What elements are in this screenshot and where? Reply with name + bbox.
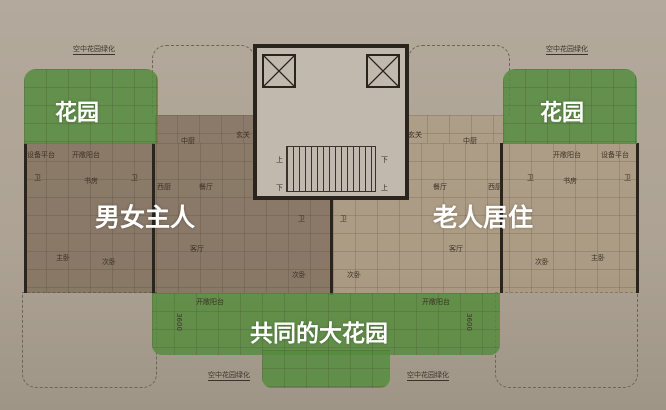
room-foyer: 玄关 xyxy=(408,131,422,139)
sky-garden-outline-bottom-right xyxy=(495,292,638,388)
stair-down-right: 下 xyxy=(381,156,388,164)
room-living: 客厅 xyxy=(190,245,204,253)
label-garden-left: 花园 xyxy=(55,101,100,126)
room-bath: 卫 xyxy=(34,174,41,182)
wall-right xyxy=(636,143,639,293)
label-elders: 老人居住 xyxy=(433,203,534,232)
dimension: 3600 xyxy=(174,313,183,331)
room-second-bedroom: 次卧 xyxy=(535,258,549,266)
room-third-bedroom: 次卧 xyxy=(292,271,306,279)
room-bath: 卫 xyxy=(527,174,534,182)
room-balcony: 开敞阳台 xyxy=(72,151,100,159)
room-bath: 卫 xyxy=(624,174,631,182)
stair-up-right: 上 xyxy=(381,184,388,192)
annotation-sky-garden: 空中花园绿化 xyxy=(208,371,250,381)
party-wall xyxy=(330,200,333,295)
room-kitchen: 中厨 xyxy=(181,137,195,145)
sky-garden-outline-top-left xyxy=(152,45,255,117)
owner-unit-kitchen-zone xyxy=(155,115,255,143)
room-south-balcony: 开敞阳台 xyxy=(196,298,224,306)
room-second-bedroom: 次卧 xyxy=(102,258,116,266)
sky-garden-outline-top-right xyxy=(408,45,510,117)
label-shared-garden: 共同的大花园 xyxy=(250,321,388,347)
room-south-balcony: 开敞阳台 xyxy=(422,298,450,306)
room-bath: 卫 xyxy=(340,215,347,223)
shared-garden-tab xyxy=(262,350,390,388)
wall-left xyxy=(24,143,27,293)
annotation-sky-garden: 空中花园绿化 xyxy=(407,371,449,381)
room-study: 书房 xyxy=(563,177,577,185)
room-foyer: 玄关 xyxy=(236,131,250,139)
room-western-kitchen: 西厨 xyxy=(488,183,502,191)
stair-up-left: 上 xyxy=(276,156,283,164)
room-bath: 卫 xyxy=(298,215,305,223)
wall-right-inner xyxy=(500,143,503,293)
room-western-kitchen: 西厨 xyxy=(157,183,171,191)
room-third-bedroom: 次卧 xyxy=(347,271,361,279)
staircase xyxy=(286,146,376,192)
elevator-left xyxy=(262,54,296,88)
room-dining: 餐厅 xyxy=(199,183,213,191)
sky-garden-outline-bottom-left xyxy=(22,292,157,388)
room-living: 客厅 xyxy=(449,245,463,253)
room-study: 书房 xyxy=(84,177,98,185)
stair-down-left: 下 xyxy=(276,184,283,192)
label-garden-right: 花园 xyxy=(540,101,585,126)
room-dining: 餐厅 xyxy=(433,183,447,191)
shared-garden xyxy=(152,293,500,355)
wall-left-inner xyxy=(152,143,155,293)
room-master-bedroom: 主卧 xyxy=(56,254,70,262)
room-bath: 卫 xyxy=(131,174,138,182)
room-kitchen: 中厨 xyxy=(463,137,477,145)
garden-left xyxy=(24,69,158,144)
dimension: 3600 xyxy=(464,313,473,331)
elder-unit-kitchen-zone xyxy=(405,115,505,143)
label-owners: 男女主人 xyxy=(95,203,196,232)
room-balcony: 开敞阳台 xyxy=(553,151,581,159)
room-equipment-platform: 设备平台 xyxy=(27,151,55,159)
annotation-sky-garden: 空中花园绿化 xyxy=(546,45,588,55)
elevator-right xyxy=(366,54,400,88)
room-master-bedroom: 主卧 xyxy=(591,254,605,262)
room-equipment-platform: 设备平台 xyxy=(601,151,629,159)
elder-unit xyxy=(333,143,638,293)
annotation-sky-garden: 空中花园绿化 xyxy=(73,45,115,55)
garden-right xyxy=(503,69,637,144)
